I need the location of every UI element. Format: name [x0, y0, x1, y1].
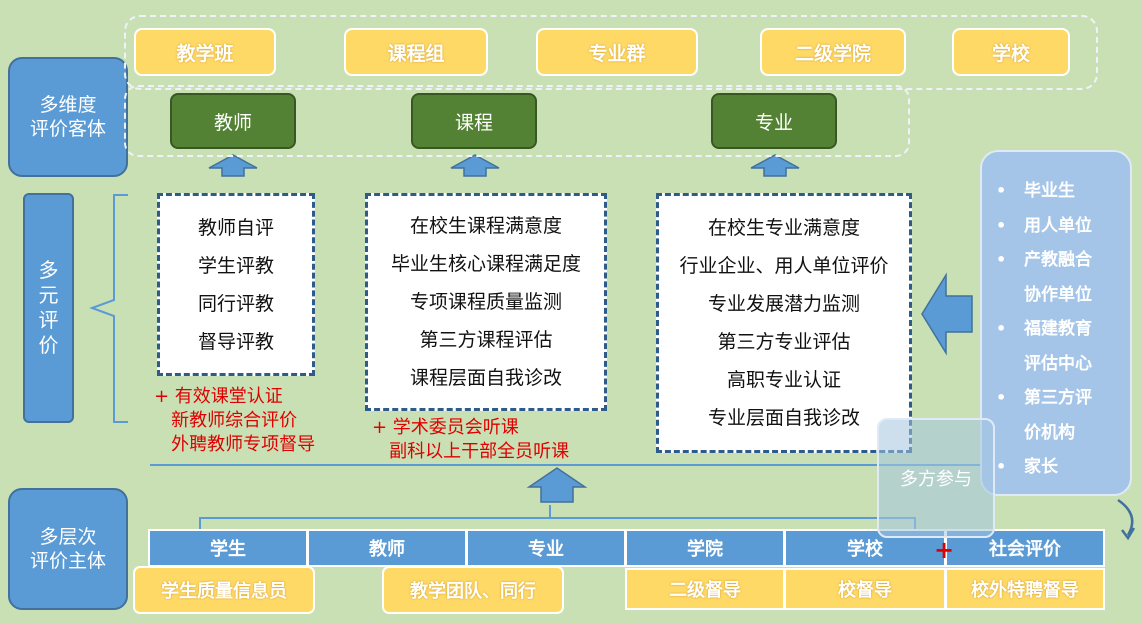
external-participants-panel: 毕业生 用人单位 产教融合 协作单位 福建教育 评估中心 第三方评 价机构 家长 [980, 150, 1132, 496]
arrow-up-icon [208, 154, 258, 177]
plus-icon: + [934, 536, 955, 564]
supervisor-external: 校外特聘督导 [945, 568, 1105, 610]
panel-item: 学生评教 [197, 254, 274, 277]
objects-label: 多维度 评价客体 [8, 57, 128, 177]
course-evaluation-panel: 在校生课程满意度 毕业生核心课程满足度 专项课程质量监测 第三方课程评估 课程层… [365, 193, 607, 411]
bottom-bracket [199, 505, 916, 530]
unit-teaching-class: 教学班 [134, 28, 276, 76]
external-item: 协作单位 [1024, 284, 1092, 305]
external-item: 福建教育 [982, 312, 1130, 347]
panel-item: 行业企业、用人单位评价 [679, 255, 889, 277]
major-evaluation-panel: 在校生专业满意度 行业企业、用人单位评价 专业发展潜力监测 第三方专业评估 高职… [656, 193, 912, 453]
object-course: 课程 [411, 93, 537, 149]
unit-school: 学校 [952, 28, 1070, 76]
panel-item: 教师自评 [197, 216, 274, 239]
arrow-left-icon [921, 272, 973, 356]
panel-item: 高职专业认证 [726, 369, 841, 391]
panel-item: 专业发展潜力监测 [707, 293, 860, 315]
multi-party-overlay: 多方参与 [877, 418, 995, 538]
panel-item: 毕业生核心课程满足度 [390, 253, 581, 275]
panel-item: 专项课程质量监测 [409, 291, 562, 313]
unit-course-group: 课程组 [344, 28, 488, 76]
left-brace [89, 194, 128, 423]
supervisor-student-info: 学生质量信息员 [133, 566, 315, 614]
teacher-extra-note: + 有效课堂认证 新教师综合评价 外聘教师专项督导 [154, 386, 316, 455]
external-item: 第三方评 [982, 381, 1130, 416]
subjects-label: 多层次 评价主体 [8, 488, 128, 610]
curved-arrow-icon [1117, 498, 1134, 536]
subject-college: 学院 [625, 529, 785, 567]
subject-student: 学生 [148, 529, 308, 567]
course-extra-note: + 学术委员会听课 副科以上干部全员听课 [372, 417, 570, 462]
methods-label: 多 元 评 价 [23, 193, 74, 423]
panel-item: 督导评教 [197, 330, 274, 353]
panel-item: 同行评教 [197, 292, 274, 315]
panel-item: 专业层面自我诊改 [707, 407, 860, 429]
panel-item: 第三方课程评估 [419, 329, 553, 351]
arrow-up-icon [450, 154, 500, 177]
supervisor-secondary: 二级督导 [625, 568, 785, 610]
panel-item: 第三方专业评估 [717, 331, 851, 353]
subject-teacher: 教师 [307, 529, 467, 567]
supervisor-school: 校督导 [784, 568, 946, 610]
subject-major: 专业 [466, 529, 626, 567]
objects-container [124, 85, 910, 157]
arrow-up-icon [750, 154, 800, 177]
object-teacher: 教师 [170, 93, 296, 149]
external-item: 家长 [982, 450, 1130, 485]
unit-major-cluster: 专业群 [536, 28, 698, 76]
external-item: 毕业生 [982, 174, 1130, 209]
panel-item: 在校生课程满意度 [409, 215, 562, 237]
teacher-evaluation-panel: 教师自评 学生评教 同行评教 督导评教 [157, 193, 315, 376]
panel-item: 在校生专业满意度 [707, 217, 860, 239]
panel-item: 课程层面自我诊改 [409, 367, 562, 389]
supervisor-teaching-team: 教学团队、同行 [382, 566, 564, 614]
object-major: 专业 [711, 93, 837, 149]
external-item: 产教融合 [982, 243, 1130, 278]
external-item: 价机构 [1024, 422, 1075, 443]
big-arrow-up-icon [526, 467, 588, 503]
external-item: 用人单位 [982, 209, 1130, 244]
unit-secondary-college: 二级学院 [760, 28, 906, 76]
units-container [124, 15, 1098, 90]
external-item: 评估中心 [1024, 353, 1092, 374]
